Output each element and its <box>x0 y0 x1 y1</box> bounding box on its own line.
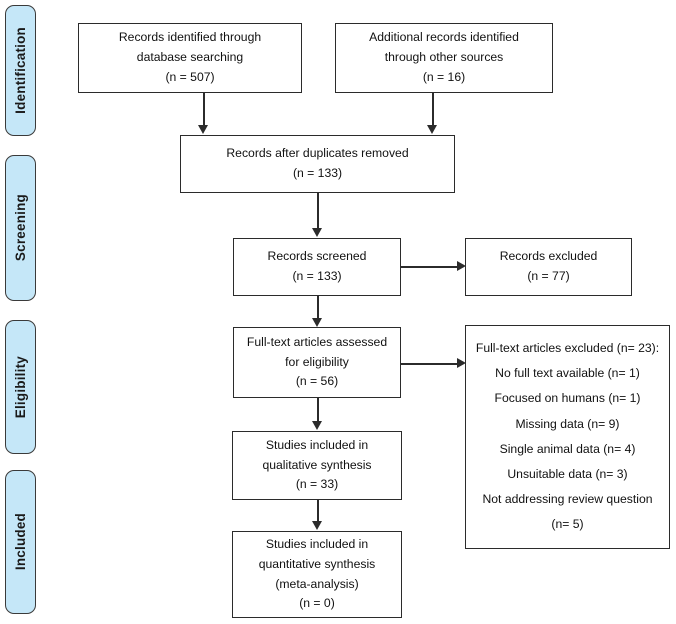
box-line: Full-text articles assessed <box>246 334 388 349</box>
arrowhead-fulltext-to-exclusions <box>457 358 466 368</box>
connector-qualitative-to-quantitative <box>317 500 319 522</box>
box-line: Records after duplicates removed <box>226 146 409 161</box>
exclusion-reason: Single animal data (n= 4) <box>499 441 636 456</box>
box-line: through other sources <box>384 50 504 65</box>
box-studies-qualitative: Studies included in qualitative synthesi… <box>232 431 402 500</box>
exclusion-reason: Unsuitable data (n= 3) <box>507 466 628 481</box>
box-line: (n = 0) <box>299 596 335 611</box>
box-line: Records screened <box>267 249 367 264</box>
arrowhead-screened-to-excluded <box>457 261 466 271</box>
exclusion-reason: No full text available (n= 1) <box>495 366 640 381</box>
exclusion-reason-count: (n= 5) <box>551 516 584 531</box>
box-line: for eligibility <box>285 354 349 369</box>
arrowhead-additional-to-duplicates <box>427 125 437 134</box>
box-studies-quantitative: Studies included in quantitative synthes… <box>232 531 402 618</box>
box-line: Studies included in <box>265 437 369 452</box>
exclusion-heading: Full-text articles excluded (n= 23): <box>475 341 660 356</box>
box-line: Records excluded <box>499 249 598 264</box>
arrowhead-duplicates-to-screened <box>312 228 322 237</box>
box-records-screened: Records screened (n = 133) <box>233 238 401 296</box>
connector-fulltext-to-exclusions <box>401 363 458 365</box>
box-line: Records identified through <box>118 30 262 45</box>
exclusion-reason: Focused on humans (n= 1) <box>494 391 641 406</box>
box-line: (n = 56) <box>295 374 339 389</box>
box-line: quantitative synthesis <box>258 556 376 571</box>
arrowhead-screened-to-fulltext <box>312 318 322 327</box>
box-records-identified: Records identified through database sear… <box>78 23 302 93</box>
connector-screened-to-fulltext <box>317 296 319 320</box>
box-full-text-assessed: Full-text articles assessed for eligibil… <box>233 327 401 398</box>
arrowhead-identified-to-duplicates <box>198 125 208 134</box>
stage-pill-screening: Screening <box>5 155 36 301</box>
box-line: (n = 133) <box>292 269 342 283</box>
box-line: (n = 16) <box>422 69 466 84</box>
box-line: Studies included in <box>265 536 369 551</box>
stage-pill-identification: Identification <box>5 5 36 136</box>
box-full-text-excluded: Full-text articles excluded (n= 23): No … <box>465 325 670 549</box>
stage-label-screening: Screening <box>13 194 28 262</box>
box-line: Additional records identified <box>369 30 519 45</box>
box-additional-records: Additional records identified through ot… <box>335 23 553 93</box>
stage-pill-eligibility: Eligibility <box>5 320 36 454</box>
box-line: (meta-analysis) <box>275 576 359 591</box>
stage-label-identification: Identification <box>13 27 28 114</box>
box-line: (n = 77) <box>527 269 570 283</box>
stage-pill-included: Included <box>5 470 36 614</box>
arrowhead-qualitative-to-quantitative <box>312 521 322 530</box>
stage-label-eligibility: Eligibility <box>13 355 28 419</box>
box-line: database searching <box>136 50 244 65</box>
box-records-excluded: Records excluded (n = 77) <box>465 238 632 296</box>
connector-fulltext-to-qualitative <box>317 398 319 423</box>
box-line: qualitative synthesis <box>262 457 372 472</box>
box-line: (n = 133) <box>292 166 343 180</box>
connector-screened-to-excluded <box>401 266 458 268</box>
box-records-after-duplicates: Records after duplicates removed (n = 13… <box>180 135 455 193</box>
box-line: (n = 507) <box>165 69 215 84</box>
connector-additional-to-duplicates <box>432 93 434 126</box>
stage-label-included: Included <box>13 513 28 571</box>
connector-duplicates-to-screened <box>317 193 319 229</box>
box-line: (n = 33) <box>295 477 339 492</box>
exclusion-reason: Missing data (n= 9) <box>515 416 620 431</box>
connector-identified-to-duplicates <box>203 93 205 126</box>
exclusion-reason: Not addressing review question <box>482 491 653 506</box>
arrowhead-fulltext-to-qualitative <box>312 421 322 430</box>
